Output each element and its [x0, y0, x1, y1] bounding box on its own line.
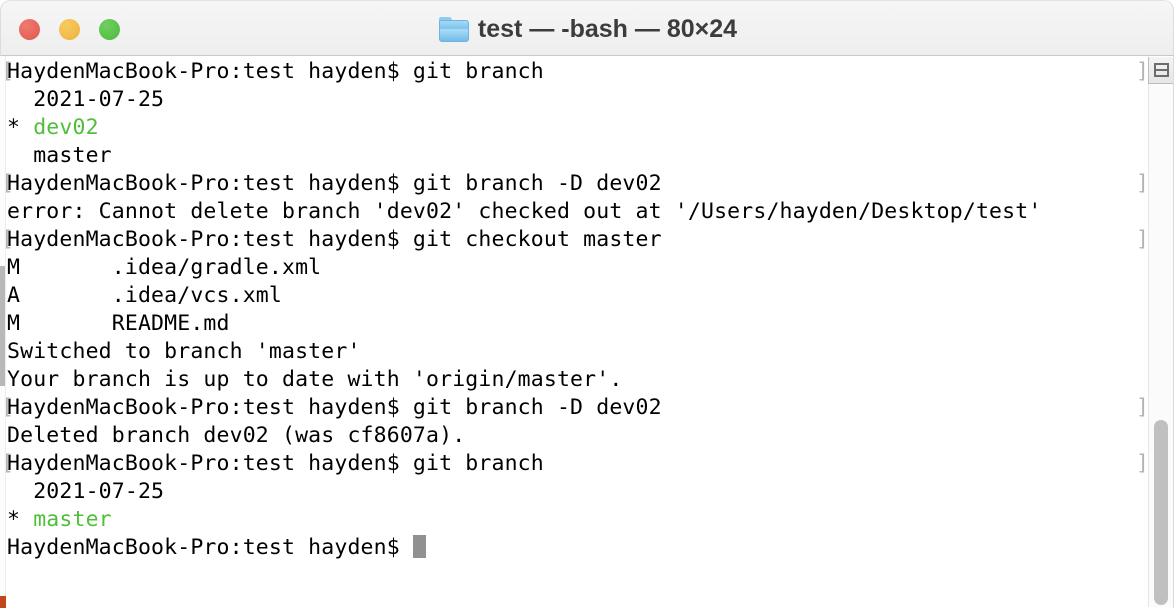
terminal-line-text: *: [7, 115, 34, 140]
terminal-line: []HaydenMacBook-Pro:test hayden$ git bra…: [1, 58, 1173, 86]
terminal-line-text: *: [7, 507, 34, 532]
block-cursor: [412, 535, 426, 558]
window-title-group: test — -bash — 80×24: [1, 1, 1174, 57]
terminal-line: M README.md: [1, 310, 1173, 338]
terminal-line: Switched to branch 'master': [1, 338, 1173, 366]
folder-icon: [438, 17, 469, 42]
terminal-line: A .idea/vcs.xml: [1, 282, 1173, 310]
terminal-line-text: master: [7, 143, 112, 168]
current-branch-name: master: [33, 507, 112, 532]
current-branch-name: dev02: [33, 115, 99, 140]
scrollbar-thumb[interactable]: [1154, 420, 1168, 605]
terminal-line-text: 2021-07-25: [7, 479, 165, 504]
terminal-line-text: HaydenMacBook-Pro:test hayden$ git check…: [7, 227, 662, 252]
split-pane-icon[interactable]: [1148, 57, 1173, 84]
terminal-line-text: Switched to branch 'master': [7, 339, 361, 364]
terminal-line-text: error: Cannot delete branch 'dev02' chec…: [7, 199, 1042, 224]
prompt-mark-right: ]: [1136, 451, 1150, 476]
prompt-mark-right: ]: [1136, 59, 1150, 84]
terminal-line: Your branch is up to date with 'origin/m…: [1, 366, 1173, 394]
prompt-mark-right: ]: [1136, 227, 1150, 252]
terminal-line-text: HaydenMacBook-Pro:test hayden$ git branc…: [7, 59, 544, 84]
close-button[interactable]: [19, 19, 40, 40]
terminal-line: * dev02: [1, 114, 1173, 142]
terminal-line: []HaydenMacBook-Pro:test hayden$ git bra…: [1, 394, 1173, 422]
terminal-line: * master: [1, 506, 1173, 534]
window-titlebar: test — -bash — 80×24: [0, 0, 1174, 56]
split-pane-glyph: [1153, 63, 1169, 77]
terminal-line-text: A .idea/vcs.xml: [7, 283, 282, 308]
left-edge-thumb: [0, 266, 5, 386]
vertical-scrollbar[interactable]: [1148, 84, 1173, 607]
terminal-line: master: [1, 142, 1173, 170]
maximize-button[interactable]: [99, 19, 120, 40]
terminal-line-text: HaydenMacBook-Pro:test hayden$ git branc…: [7, 451, 544, 476]
left-edge-strip: [0, 56, 6, 608]
prompt-mark-right: ]: [1136, 171, 1150, 196]
window-title: test — -bash — 80×24: [477, 14, 738, 43]
minimize-button[interactable]: [59, 19, 80, 40]
terminal-line: []HaydenMacBook-Pro:test hayden$ git bra…: [1, 450, 1173, 478]
terminal-line: Deleted branch dev02 (was cf8607a).: [1, 422, 1173, 450]
prompt-mark-right: ]: [1136, 395, 1150, 420]
terminal-line: []HaydenMacBook-Pro:test hayden$ git che…: [1, 226, 1173, 254]
terminal-line-text: Your branch is up to date with 'origin/m…: [7, 367, 623, 392]
terminal-line-text: HaydenMacBook-Pro:test hayden$: [7, 535, 413, 560]
terminal-line-text: M README.md: [7, 311, 230, 336]
terminal-line-text: HaydenMacBook-Pro:test hayden$ git branc…: [7, 395, 662, 420]
terminal-line-list: []HaydenMacBook-Pro:test hayden$ git bra…: [1, 58, 1173, 562]
terminal-line: 2021-07-25: [1, 478, 1173, 506]
terminal-line-text: 2021-07-25: [7, 87, 165, 112]
window-controls: [19, 19, 120, 40]
terminal-line: HaydenMacBook-Pro:test hayden$: [1, 534, 1173, 562]
terminal-line-text: Deleted branch dev02 (was cf8607a).: [7, 423, 466, 448]
terminal-line: error: Cannot delete branch 'dev02' chec…: [1, 198, 1173, 226]
terminal-line: M .idea/gradle.xml: [1, 254, 1173, 282]
terminal-content[interactable]: []HaydenMacBook-Pro:test hayden$ git bra…: [0, 56, 1174, 608]
terminal-line-text: HaydenMacBook-Pro:test hayden$ git branc…: [7, 171, 662, 196]
terminal-line-text: M .idea/gradle.xml: [7, 255, 322, 280]
left-edge-mark: [0, 596, 6, 608]
terminal-line: []HaydenMacBook-Pro:test hayden$ git bra…: [1, 170, 1173, 198]
terminal-line: 2021-07-25: [1, 86, 1173, 114]
